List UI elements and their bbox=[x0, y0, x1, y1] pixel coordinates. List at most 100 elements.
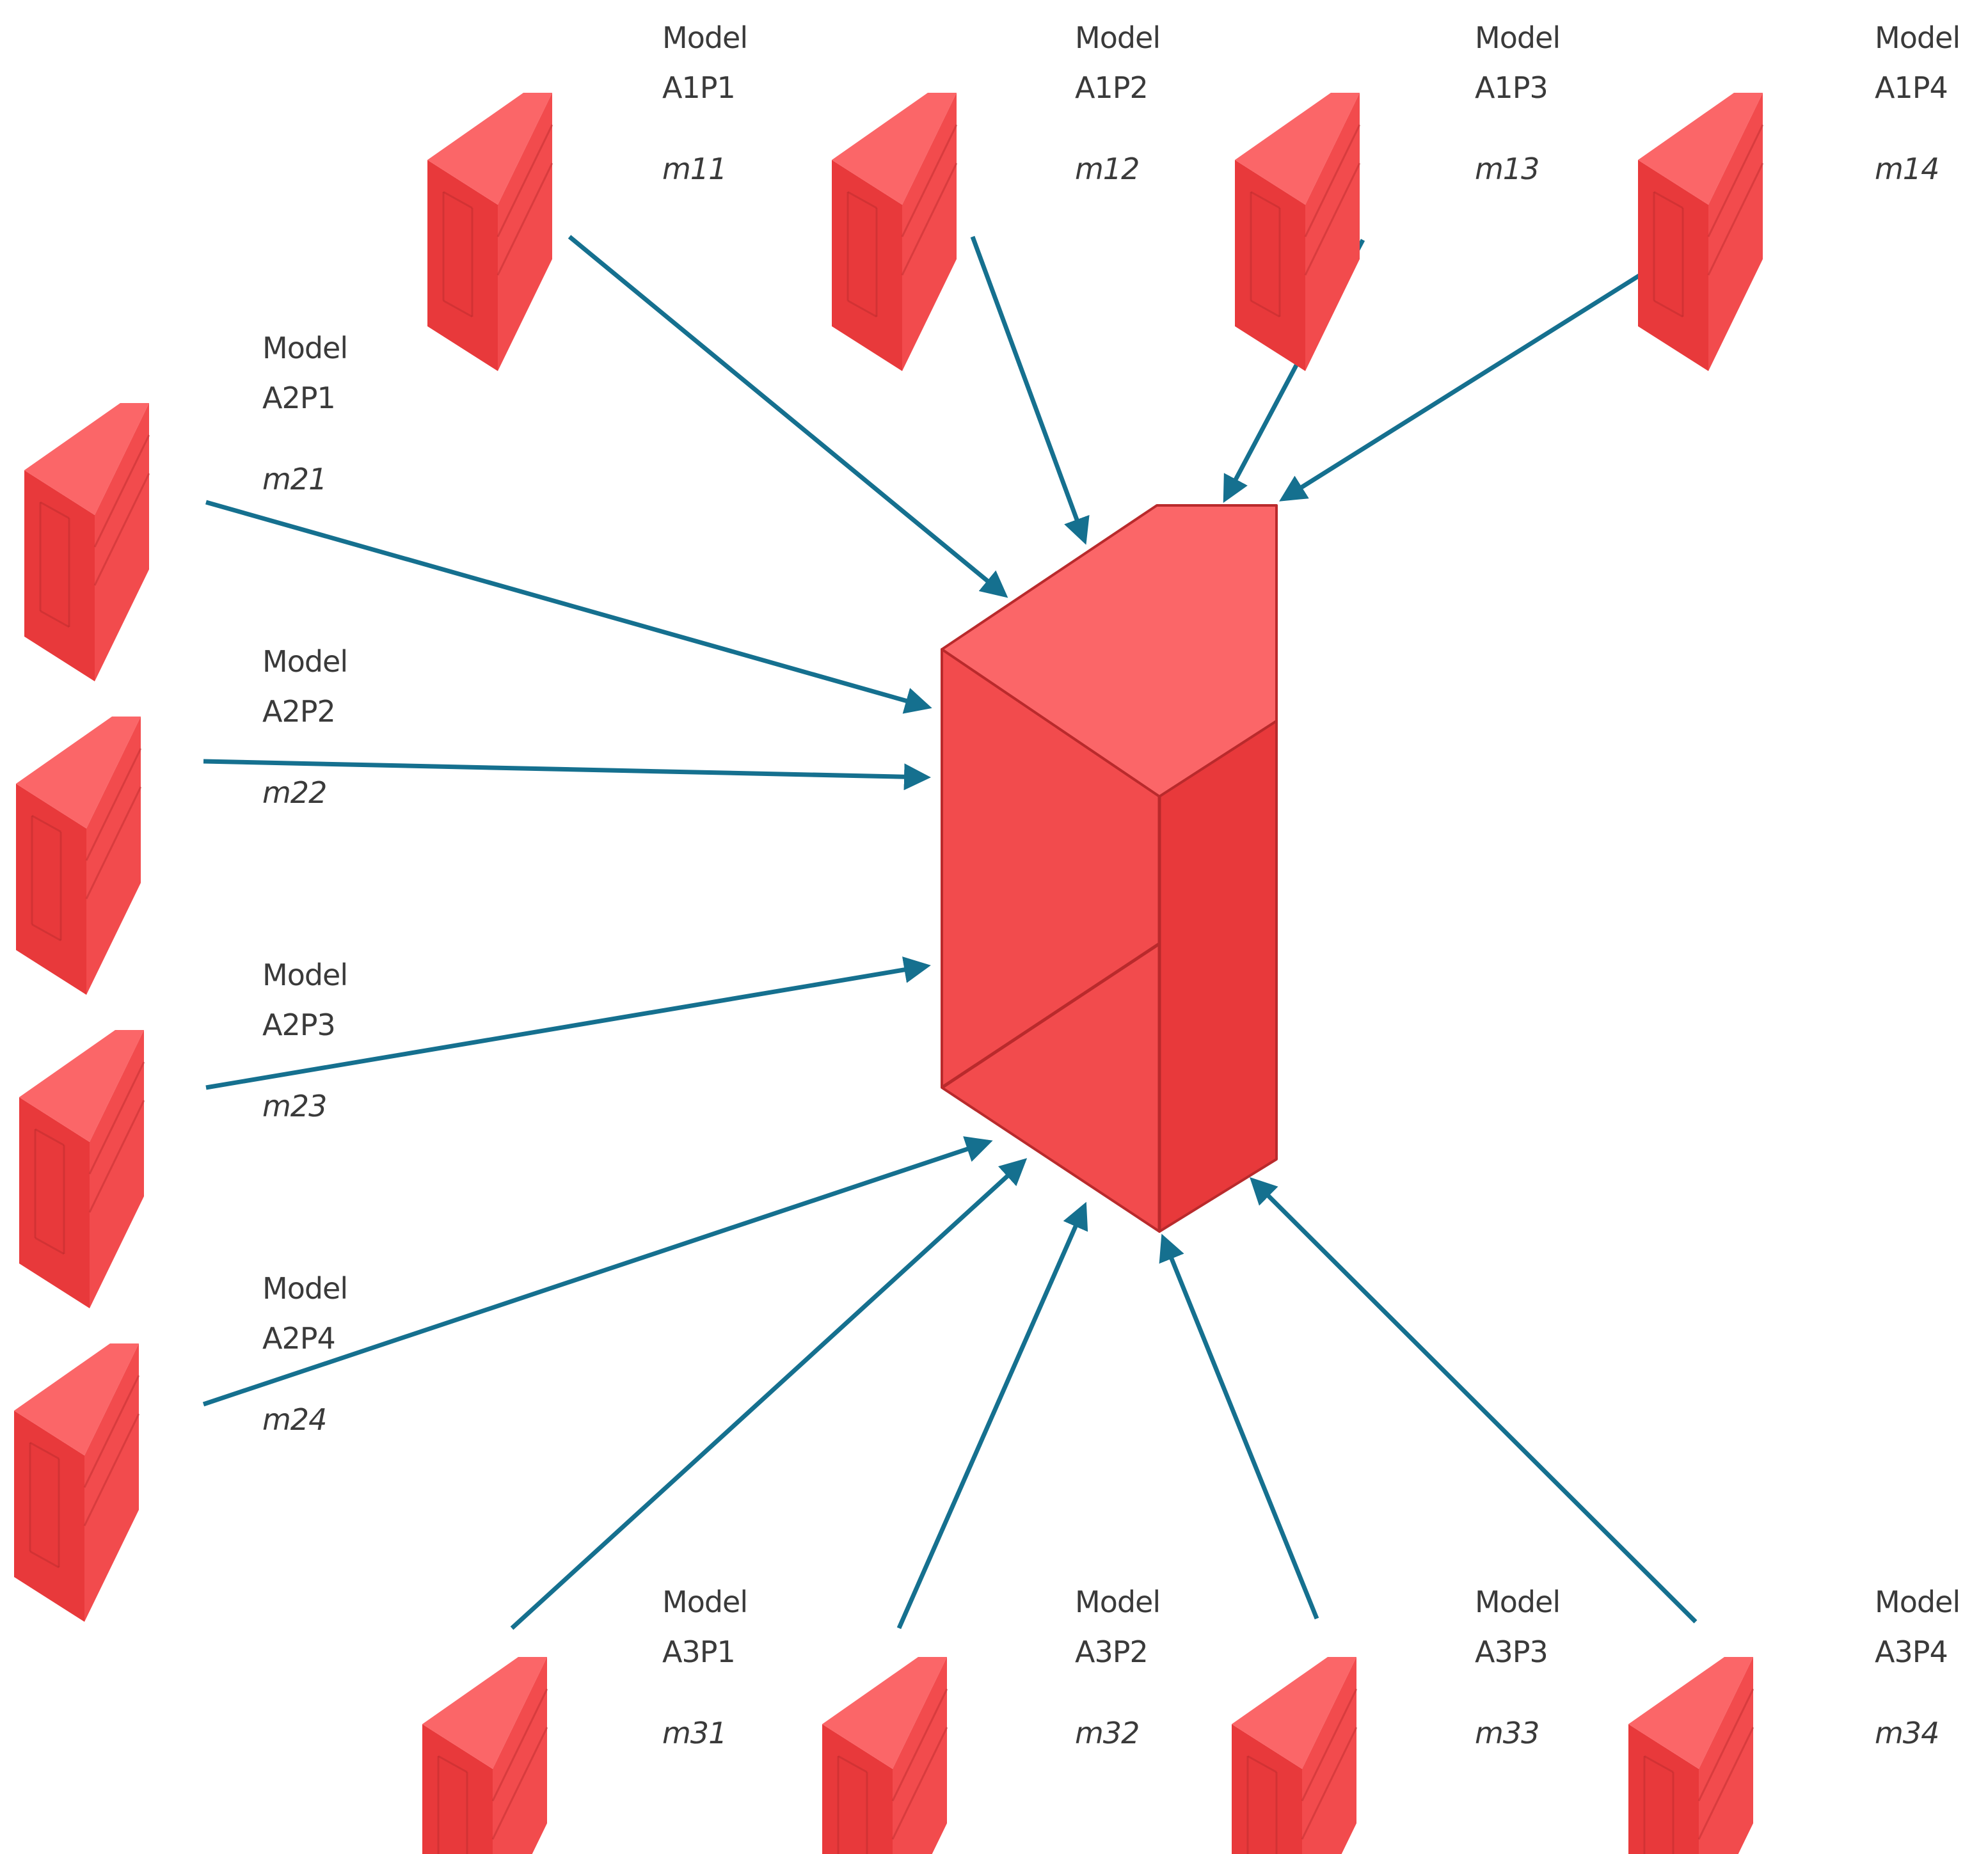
mass-label: m11 bbox=[662, 152, 726, 186]
part-front-face bbox=[95, 403, 149, 681]
part-a1p2 bbox=[832, 93, 958, 371]
model-code: A1P4 bbox=[1875, 70, 1948, 105]
model-labels: Model A1P1 m11 Model A1P2 m12 Model A1P3… bbox=[262, 20, 1960, 1750]
arrow-a2p3-to-assembly bbox=[205, 956, 931, 1090]
part-front-face bbox=[902, 93, 957, 371]
model-code: A2P4 bbox=[262, 1321, 335, 1356]
part-a2p4 bbox=[14, 1343, 140, 1622]
model-code: A2P2 bbox=[262, 694, 335, 729]
mass-label: m32 bbox=[1075, 1716, 1139, 1750]
mass-label: m13 bbox=[1475, 152, 1539, 186]
part-top-face bbox=[24, 403, 149, 515]
part-top-face bbox=[14, 1343, 139, 1455]
central-assembly-side-face bbox=[1158, 720, 1278, 1233]
part-wireframe-line bbox=[1301, 1688, 1358, 1802]
part-wireframe-line bbox=[847, 299, 877, 318]
part-front-face bbox=[1708, 93, 1763, 371]
part-wireframe-line bbox=[1304, 124, 1361, 237]
mass-label: m21 bbox=[262, 462, 326, 496]
part-wireframe-line bbox=[35, 1237, 65, 1255]
part-a2p2 bbox=[16, 717, 142, 995]
arrow-a2p2-to-assembly bbox=[203, 759, 931, 791]
mass-label: m33 bbox=[1475, 1716, 1539, 1750]
part-wireframe-line bbox=[85, 786, 142, 899]
part-front-face bbox=[493, 1657, 547, 1854]
arrow-a3p2-to-assembly bbox=[896, 1201, 1088, 1629]
part-wireframe-line bbox=[901, 162, 958, 276]
part-wireframe-line bbox=[93, 473, 150, 586]
part-a2p1 bbox=[24, 403, 150, 681]
part-front-face bbox=[498, 93, 552, 371]
part-wireframe-line bbox=[35, 1128, 65, 1146]
label-a1p2: Model A1P2 m12 bbox=[1075, 20, 1161, 186]
label-a1p3: Model A1P3 m13 bbox=[1475, 20, 1561, 186]
mass-label: m31 bbox=[662, 1716, 726, 1750]
part-wireframe-line bbox=[891, 1727, 948, 1840]
part-front-face bbox=[86, 717, 141, 995]
part-wireframe-line bbox=[88, 1061, 145, 1175]
model-word: Model bbox=[1475, 20, 1560, 55]
mass-label: m24 bbox=[262, 1402, 326, 1437]
arrow-a3p3-to-assembly bbox=[1159, 1233, 1319, 1620]
part-top-face bbox=[832, 93, 957, 205]
model-code: A2P1 bbox=[262, 381, 335, 415]
label-a1p4: Model A1P4 m14 bbox=[1875, 20, 1960, 186]
label-a3p1: Model A3P1 m31 bbox=[662, 1585, 748, 1750]
part-wireframe-line bbox=[438, 1755, 468, 1773]
part-wireframe-line bbox=[83, 1413, 140, 1526]
part-wireframe-line bbox=[1707, 162, 1764, 276]
part-wireframe-line bbox=[1653, 299, 1683, 318]
label-a3p3: Model A3P3 m33 bbox=[1475, 1585, 1561, 1750]
model-code: A1P2 bbox=[1075, 70, 1148, 105]
model-word: Model bbox=[262, 1271, 347, 1306]
part-side-face bbox=[14, 1411, 84, 1622]
part-side-face bbox=[16, 784, 86, 995]
label-a3p4: Model A3P4 m34 bbox=[1875, 1585, 1960, 1750]
part-wireframe-line bbox=[491, 1688, 548, 1802]
part-wireframe-line bbox=[847, 191, 877, 209]
part-wireframe-line bbox=[497, 124, 553, 237]
model-word: Model bbox=[262, 644, 347, 679]
label-a2p4: Model A2P4 m24 bbox=[262, 1271, 348, 1437]
model-code: A3P2 bbox=[1075, 1635, 1148, 1669]
central-assembly-seam bbox=[941, 942, 1161, 1089]
label-a2p3: Model A2P3 m23 bbox=[262, 958, 348, 1123]
arrow-a1p2-to-assembly bbox=[970, 235, 1090, 545]
part-wireframe-line bbox=[40, 610, 70, 628]
mass-label: m23 bbox=[262, 1089, 326, 1123]
part-side-face bbox=[1235, 160, 1305, 371]
part-wireframe-line bbox=[901, 124, 958, 237]
part-a3p4 bbox=[1628, 1657, 1754, 1854]
part-wireframe-line bbox=[85, 748, 142, 861]
part-top-face bbox=[422, 1657, 547, 1769]
arrow-a3p1-to-assembly bbox=[510, 1158, 1028, 1630]
part-a2p3 bbox=[19, 1030, 145, 1308]
part-top-face bbox=[1235, 93, 1360, 205]
label-a1p1: Model A1P1 m11 bbox=[662, 20, 748, 186]
part-side-face bbox=[422, 1724, 493, 1854]
part-side-face bbox=[1638, 160, 1708, 371]
model-code: A2P3 bbox=[262, 1008, 335, 1042]
part-wireframe-line bbox=[1698, 1727, 1754, 1840]
central-assembly bbox=[941, 504, 1278, 1233]
arrow-a3p4-to-assembly bbox=[1250, 1177, 1698, 1624]
part-wireframe-line bbox=[31, 923, 61, 942]
model-code: A3P1 bbox=[662, 1635, 735, 1669]
label-a3p2: Model A3P2 m32 bbox=[1075, 1585, 1161, 1750]
mass-label: m12 bbox=[1075, 152, 1139, 186]
part-a1p3 bbox=[1235, 93, 1361, 371]
part-side-face bbox=[1232, 1724, 1302, 1854]
part-wireframe-line bbox=[1707, 124, 1764, 237]
arrow-a1p1-to-assembly bbox=[568, 235, 1008, 598]
part-wireframe-line bbox=[1301, 1727, 1358, 1840]
part-top-face bbox=[427, 93, 552, 205]
part-side-face bbox=[19, 1097, 90, 1308]
part-top-face bbox=[1628, 1657, 1753, 1769]
model-code: A3P4 bbox=[1875, 1635, 1948, 1669]
part-front-face bbox=[84, 1343, 139, 1622]
part-front-face bbox=[90, 1030, 144, 1308]
part-wireframe-line bbox=[83, 1375, 140, 1488]
part-a3p1 bbox=[422, 1657, 548, 1854]
model-word: Model bbox=[1475, 1585, 1560, 1619]
